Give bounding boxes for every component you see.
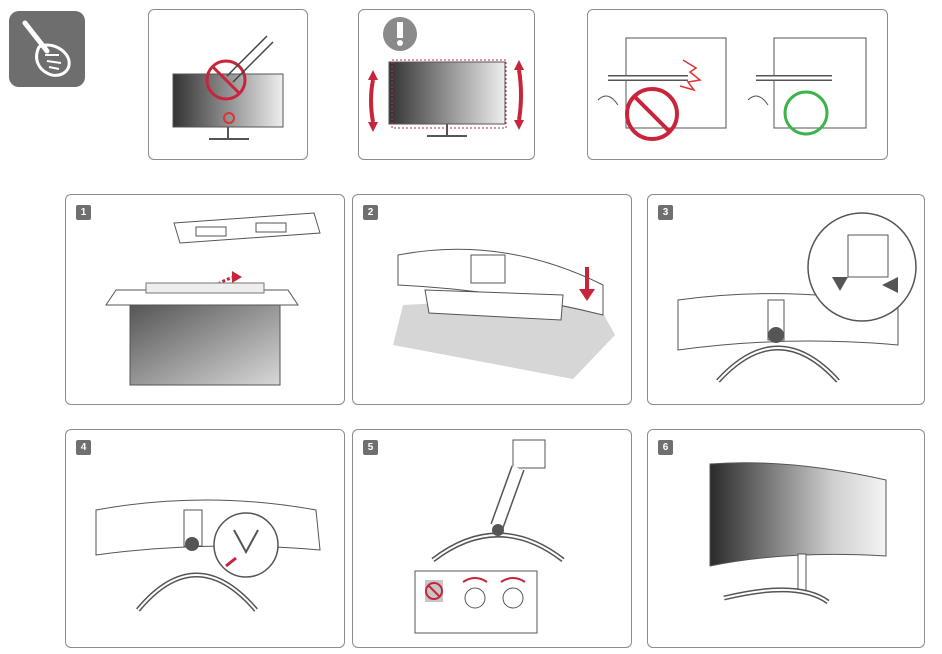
step-6-panel: 6 (647, 429, 925, 648)
caution-panel-cable-routing (587, 9, 888, 160)
screwdriver-hand-icon (9, 11, 85, 87)
step-5-panel: 5 (352, 429, 632, 648)
ok-check-icon (783, 90, 829, 136)
step-3-panel: 3 (647, 194, 925, 405)
caution-panel-screen-pressure (148, 9, 308, 160)
prohibit-icon (625, 87, 679, 141)
step-number-badge: 1 (76, 205, 91, 220)
prohibit-icon (425, 582, 443, 600)
step-number-badge: 5 (363, 440, 378, 455)
step-number-badge: 3 (658, 205, 673, 220)
step-2-panel: 2 (352, 194, 632, 405)
step-number-badge: 2 (363, 205, 378, 220)
exclamation-icon (383, 17, 417, 51)
step-4-panel: 4 (65, 429, 345, 648)
prohibit-icon (205, 59, 247, 101)
step-number-badge: 4 (76, 440, 91, 455)
step-number-badge: 6 (658, 440, 673, 455)
caution-panel-hold-monitor (358, 9, 535, 160)
step-1-panel: 1 (65, 194, 345, 405)
